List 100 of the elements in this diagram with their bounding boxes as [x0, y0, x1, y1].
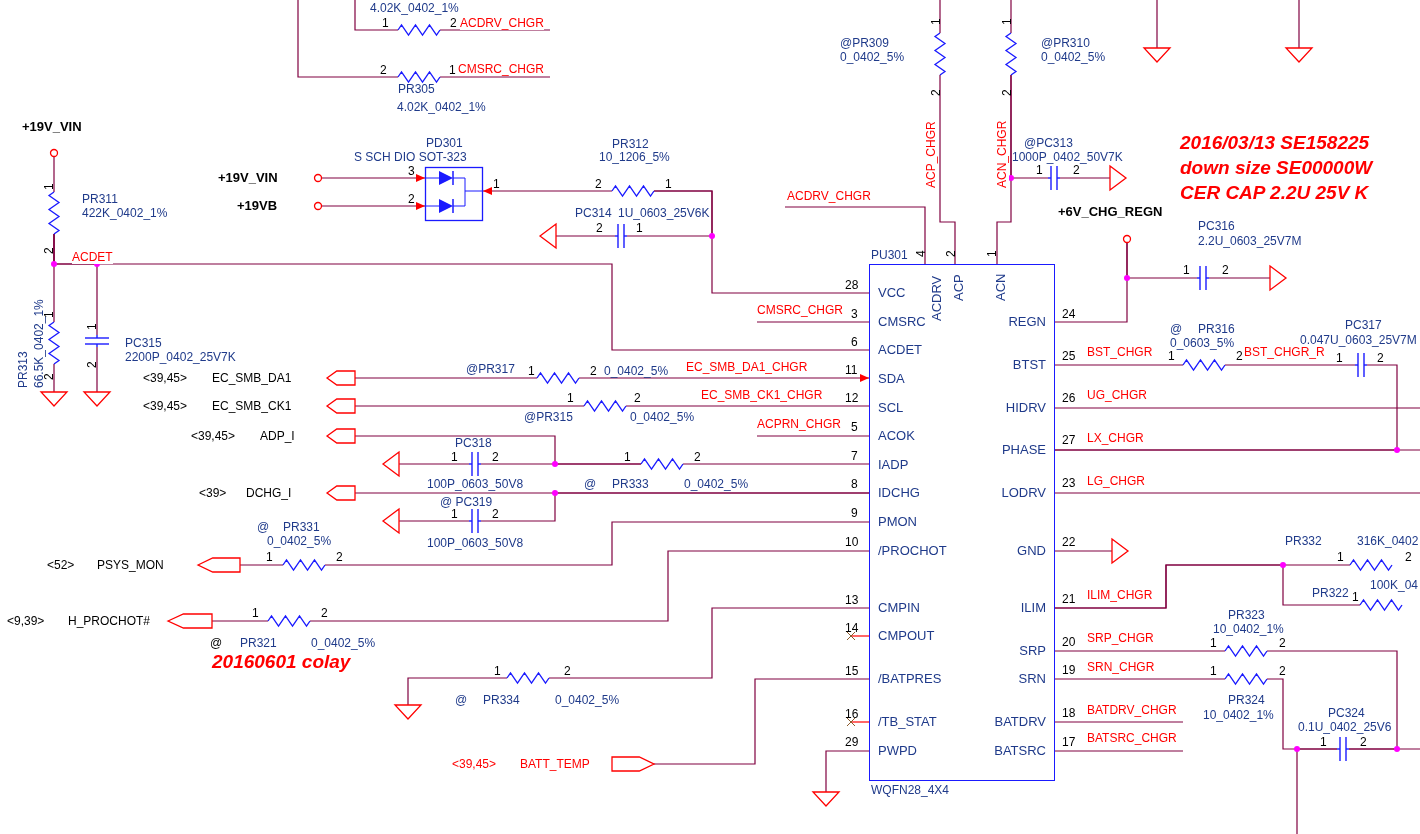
component-label: @PC313: [1024, 136, 1073, 150]
wire: [398, 463, 470, 465]
component-label: PC316: [1198, 219, 1235, 233]
component-label: PU301: [871, 248, 908, 262]
ground-symbol: [383, 452, 399, 476]
component-label: 2.2U_0603_25V7M: [1198, 234, 1302, 248]
pin-name: ACP: [952, 274, 966, 301]
pin-number: 22: [1062, 535, 1076, 549]
component-label: @: [455, 693, 468, 707]
pin-number: 2: [1405, 550, 1412, 564]
component-label: 4.02K_0402_1%: [370, 1, 459, 15]
wire: [625, 405, 870, 407]
pin-number: 10: [845, 535, 859, 549]
port-label: EC_SMB_CK1: [212, 399, 292, 413]
pin-name: ACDRV: [930, 275, 944, 321]
wire: [1054, 364, 1398, 451]
component-label: PR332: [1285, 534, 1322, 548]
pin-name: GND: [1017, 544, 1046, 558]
pin-number: 1: [1183, 263, 1190, 277]
wire: [439, 76, 551, 78]
port-label: <52>: [47, 558, 75, 572]
pin-number: 1: [985, 250, 999, 257]
port-label: <39,45>: [143, 371, 188, 385]
component-label: PR331: [283, 520, 320, 534]
net-label: CMSRC_CHGR: [757, 303, 843, 317]
ground-symbol: [1112, 539, 1128, 563]
pin-name: IADP: [878, 458, 909, 472]
pin-name: CMSRC: [878, 315, 926, 329]
off-page-connector: [327, 486, 355, 500]
wire: [324, 521, 870, 566]
wire: [1054, 721, 1184, 723]
component-label: S SCH DIO SOT-323: [354, 150, 467, 164]
wire: [354, 405, 585, 407]
wire: [682, 463, 870, 465]
component-label: 10_0402_1%: [1203, 708, 1274, 722]
component-label: 422K_0402_1%: [82, 206, 168, 220]
wire: [1208, 277, 1271, 279]
power-terminal: [50, 149, 58, 157]
pin-number: 2: [1000, 89, 1014, 96]
off-page-connector: [327, 429, 355, 443]
port-label: <39,45>: [452, 757, 497, 771]
component-label: PC315: [125, 336, 162, 350]
pin-name: /TB_STAT: [878, 715, 937, 729]
net-label: CMSRC_CHGR: [458, 62, 544, 76]
pin-number: 4: [914, 250, 928, 257]
wire: [1298, 0, 1300, 49]
wire: [297, 0, 399, 78]
component-label: PR312: [612, 137, 649, 151]
resistor-symbol: [1350, 560, 1392, 570]
component-label: 1U_0603_25V6K: [618, 206, 710, 220]
component-label: @: [1170, 322, 1183, 336]
component-label: PD301: [426, 136, 463, 150]
resistor-symbol: [268, 616, 310, 626]
component-label: 0_0402_5%: [840, 50, 905, 64]
diode-symbol: [425, 167, 483, 221]
pin-number: 1: [1336, 351, 1343, 365]
component-label: PR322: [1312, 586, 1349, 600]
pin-number: 1: [42, 183, 56, 190]
pin-number: 1: [1337, 550, 1344, 564]
net-label: LG_CHGR: [1087, 474, 1145, 488]
wire: [1296, 748, 1338, 834]
component-label: @: [584, 477, 597, 491]
wire: [1156, 0, 1158, 49]
capacitor-symbol: [1197, 266, 1209, 290]
off-page-connector: [327, 399, 355, 413]
component-label: PR324: [1228, 693, 1265, 707]
pin-number: 2: [450, 16, 457, 30]
component-label: 0_0603_5%: [1170, 336, 1235, 350]
pin-number: 2: [590, 364, 597, 378]
resistor-symbol: [1225, 646, 1267, 656]
pin-number: 2: [492, 507, 499, 521]
pin-number: 2: [1377, 351, 1384, 365]
resistor-symbol: [641, 459, 683, 469]
net-label: ACDRV_CHGR: [460, 16, 544, 30]
pin-name: HIDRV: [1005, 401, 1046, 415]
wire: [398, 520, 470, 522]
wire: [1054, 750, 1184, 752]
pin-number: 2: [1073, 163, 1080, 177]
component-label: 2200P_0402_25V7K: [125, 350, 236, 364]
note-text: CER CAP 2.2U 25V K: [1180, 182, 1369, 204]
wire: [53, 156, 55, 193]
component-label: 0_0402_5%: [604, 364, 669, 378]
component-label: PC317: [1345, 318, 1382, 332]
pin-number: 2: [1360, 735, 1367, 749]
pin-name: SCL: [878, 401, 904, 415]
resistor-symbol: [49, 192, 59, 234]
pin-name: PMON: [878, 515, 917, 529]
wire: [1054, 678, 1226, 680]
port-label: <9,39>: [7, 614, 45, 628]
pin-number: 1: [1210, 636, 1217, 650]
net-label: BATSRC_CHGR: [1087, 731, 1177, 745]
pin-name: SRN: [1018, 672, 1046, 686]
capacitor-symbol: [85, 335, 109, 347]
pin-number: 2: [336, 550, 343, 564]
wire: [939, 0, 941, 34]
signal-arrow: [482, 187, 613, 195]
resistor-symbol: [398, 25, 440, 35]
wire: [239, 564, 284, 566]
net-label: LX_CHGR: [1087, 431, 1144, 445]
component-label: 0_0402_5%: [630, 410, 695, 424]
